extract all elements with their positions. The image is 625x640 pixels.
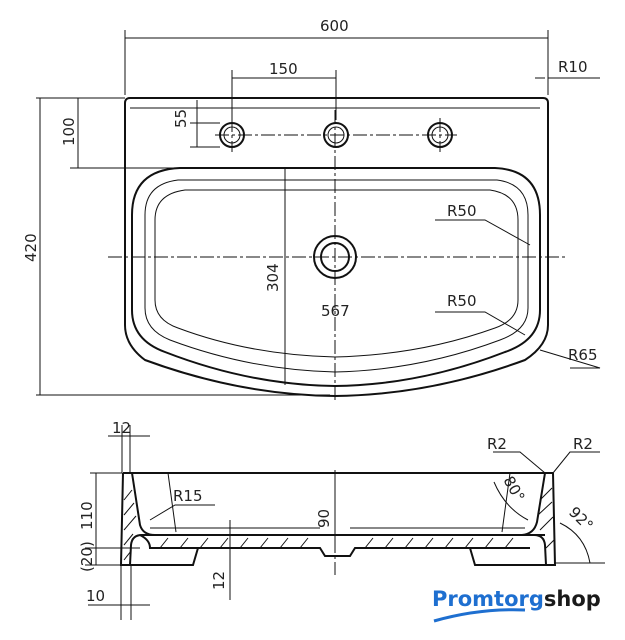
hatching <box>123 487 555 561</box>
dim-r2-left: R2 <box>487 435 507 453</box>
dim-wall-bottom: 10 <box>86 587 105 605</box>
dim-wall-top: 12 <box>112 419 131 437</box>
dim-bottom-thickness: 12 <box>210 571 228 590</box>
promtorgshop-logo: Promtorgshop <box>432 587 601 623</box>
dim-r65: R65 <box>568 346 598 364</box>
dim-hole-offset: 55 <box>172 109 190 128</box>
dim-hole-row: 100 <box>60 117 78 146</box>
dim-depth: 420 <box>22 233 40 262</box>
right-wall <box>521 472 557 566</box>
dim-bowl-depth: 304 <box>264 263 282 292</box>
svg-text:Promtorgshop: Promtorgshop <box>432 587 601 611</box>
dim-bowl-width: 567 <box>321 302 350 320</box>
dim-height: 110 <box>78 501 96 530</box>
dim-inner-depth: 90 <box>315 509 333 528</box>
dim-foot-height: (20) <box>78 541 96 572</box>
dim-hole-spacing: 150 <box>269 60 298 78</box>
dim-angle-92: 92° <box>565 503 597 535</box>
dim-r10: R10 <box>558 58 588 76</box>
dim-r50-bottom: R50 <box>447 292 477 310</box>
bowl-outline <box>131 167 541 388</box>
dim-r50-top: R50 <box>447 202 477 220</box>
top-view: 600 150 R10 55 100 420 304 567 R50 R50 R… <box>22 17 601 400</box>
dim-r15: R15 <box>173 487 203 505</box>
dim-r2-right: R2 <box>573 435 593 453</box>
dim-width: 600 <box>320 17 349 35</box>
